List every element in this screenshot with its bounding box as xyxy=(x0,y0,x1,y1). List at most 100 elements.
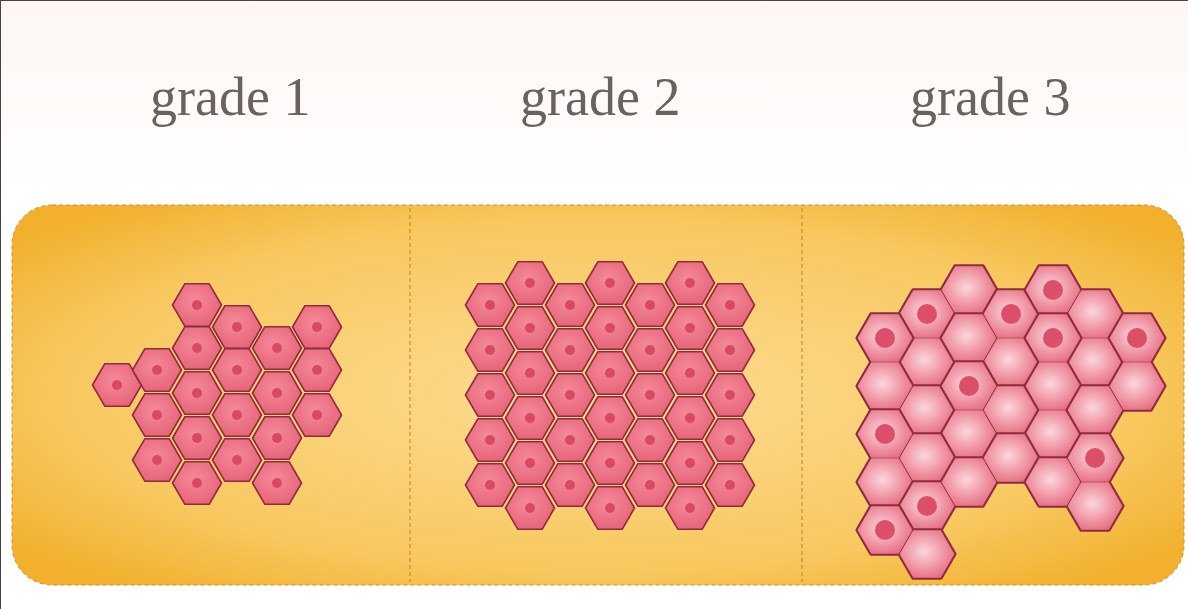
cell-outline xyxy=(1109,314,1165,362)
cell-nucleus xyxy=(725,390,735,400)
cell-nucleus xyxy=(312,410,322,420)
cell-body xyxy=(466,284,515,326)
cell-body xyxy=(506,352,555,394)
cell-body xyxy=(466,374,515,416)
cell xyxy=(666,262,715,304)
cell xyxy=(586,352,635,394)
cell-body xyxy=(253,417,302,459)
cell-nucleus xyxy=(525,503,535,513)
cell-body xyxy=(546,374,595,416)
frame-line xyxy=(0,0,1,609)
cell-body xyxy=(626,419,675,461)
cell-body xyxy=(173,417,222,459)
cell xyxy=(213,439,262,481)
grade-label: grade 1 xyxy=(150,70,310,124)
cell-nucleus xyxy=(685,503,695,513)
cell-body xyxy=(133,349,182,391)
cell-nucleus xyxy=(685,368,695,378)
cell-nucleus xyxy=(1043,328,1063,348)
cell-nucleus xyxy=(485,345,495,355)
cell-nucleus xyxy=(1001,304,1021,324)
cell-nucleus xyxy=(485,435,495,445)
cell-body xyxy=(1026,314,1081,361)
cell-nucleus xyxy=(565,390,575,400)
cell-nucleus xyxy=(725,480,735,490)
cell-nucleus xyxy=(232,322,242,332)
cell-nucleus xyxy=(312,365,322,375)
cell-nucleus xyxy=(605,323,615,333)
cell-body xyxy=(706,374,755,416)
cell-nucleus xyxy=(112,380,122,390)
cell-nucleus xyxy=(605,278,615,288)
cell-nucleus xyxy=(192,478,202,488)
cell-nucleus xyxy=(725,300,735,310)
cell xyxy=(666,397,715,439)
cell xyxy=(466,284,515,326)
cell xyxy=(133,349,182,391)
cell xyxy=(666,442,715,484)
cell-nucleus xyxy=(725,435,735,445)
cell xyxy=(253,417,302,459)
cell-body xyxy=(586,487,635,529)
cell xyxy=(626,284,675,326)
abnormal-cell xyxy=(857,506,955,578)
frame-line xyxy=(0,0,1188,1)
cell-body xyxy=(626,374,675,416)
cell-nucleus xyxy=(1043,280,1063,300)
cell-nucleus xyxy=(232,410,242,420)
cell-body xyxy=(173,372,222,414)
cell xyxy=(213,306,262,348)
cell-nucleus xyxy=(959,376,979,396)
cell-nucleus xyxy=(875,424,895,444)
cell-nucleus xyxy=(917,304,937,324)
cell-body xyxy=(466,464,515,506)
cell-body xyxy=(706,284,755,326)
cell-body xyxy=(173,284,222,326)
cell-nucleus xyxy=(685,458,695,468)
cell-nucleus xyxy=(685,278,695,288)
cell-nucleus xyxy=(725,345,735,355)
cell-body xyxy=(253,462,302,504)
cell-body xyxy=(626,284,675,326)
cell xyxy=(133,394,182,436)
cell xyxy=(506,487,555,529)
cell-nucleus xyxy=(605,458,615,468)
divider xyxy=(410,208,411,582)
cell xyxy=(293,306,342,348)
cell xyxy=(466,464,515,506)
cell-nucleus xyxy=(485,300,495,310)
cell xyxy=(546,464,595,506)
cell xyxy=(173,284,222,326)
cell xyxy=(506,352,555,394)
cell xyxy=(626,419,675,461)
cell-body xyxy=(666,442,715,484)
cell-nucleus xyxy=(565,300,575,310)
cell xyxy=(506,397,555,439)
cell-body xyxy=(666,307,715,349)
cell-nucleus xyxy=(1085,448,1105,468)
cell-body xyxy=(293,349,342,391)
cell-nucleus xyxy=(152,365,162,375)
cell xyxy=(173,417,222,459)
cell-nucleus xyxy=(645,300,655,310)
cell xyxy=(466,329,515,371)
cell-body xyxy=(858,314,913,361)
cell-nucleus xyxy=(605,413,615,423)
cell-body xyxy=(706,329,755,371)
cell-nucleus xyxy=(605,368,615,378)
cell-body xyxy=(253,372,302,414)
cell xyxy=(666,352,715,394)
cell-body xyxy=(466,329,515,371)
cell-body xyxy=(253,327,302,369)
cell-body xyxy=(293,306,342,348)
cell-nucleus xyxy=(232,365,242,375)
cell xyxy=(213,394,262,436)
cell-body xyxy=(546,419,595,461)
cell xyxy=(546,374,595,416)
cell xyxy=(173,372,222,414)
cell-body xyxy=(213,306,262,348)
cell xyxy=(706,419,755,461)
cell xyxy=(466,374,515,416)
cell-body xyxy=(506,262,555,304)
cell-nucleus xyxy=(192,388,202,398)
